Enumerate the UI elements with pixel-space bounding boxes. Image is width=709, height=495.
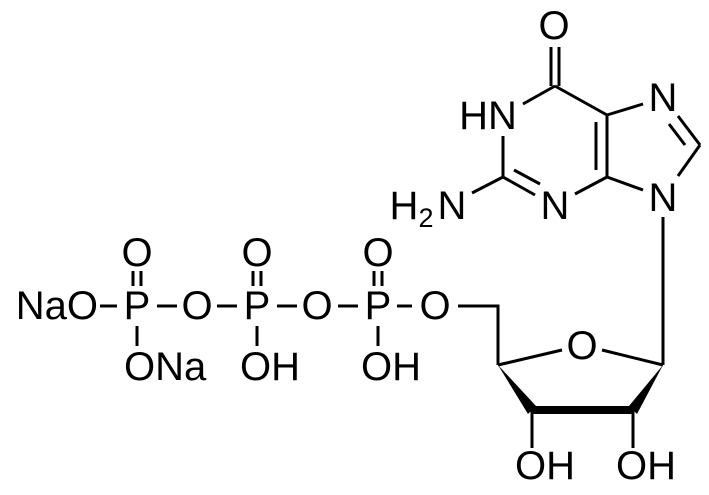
n1-label: HN <box>459 94 517 138</box>
n3-label: N <box>541 184 570 228</box>
alpha-beta-oxygen-label: O <box>301 284 332 328</box>
alpha-phosphorus-label: P <box>365 284 392 328</box>
beta-oxo-label: O <box>241 231 272 275</box>
bonds <box>100 47 702 448</box>
atom-labels: O HN N N N H 2 N O OH OH O P O OH O P O … <box>16 4 678 488</box>
amine-n-label: N <box>438 184 467 228</box>
carbonyl-oxygen-label: O <box>538 4 569 48</box>
gamma-phosphorus-label: P <box>124 284 151 328</box>
terminal-sodium-oxide-label: NaO <box>16 284 98 328</box>
n9-label: N <box>649 176 678 220</box>
beta-phosphorus-label: P <box>244 284 271 328</box>
alpha-oxo-label: O <box>362 231 393 275</box>
beta-gamma-oxygen-label: O <box>181 284 212 328</box>
gamma-oxo-label: O <box>121 231 152 275</box>
n7-label: N <box>649 76 678 120</box>
gamma-sodium-oxide-label: ONa <box>124 345 207 389</box>
ring-oxygen-label: O <box>566 324 597 368</box>
alpha-hydroxyl-label: OH <box>361 345 421 389</box>
beta-hydroxyl-label: OH <box>240 345 300 389</box>
2-hydroxyl-label: OH <box>616 444 676 488</box>
amine-subscript: 2 <box>418 203 433 233</box>
3-hydroxyl-label: OH <box>515 444 575 488</box>
o5-label: O <box>419 284 450 328</box>
amine-h-label: H <box>390 184 419 228</box>
